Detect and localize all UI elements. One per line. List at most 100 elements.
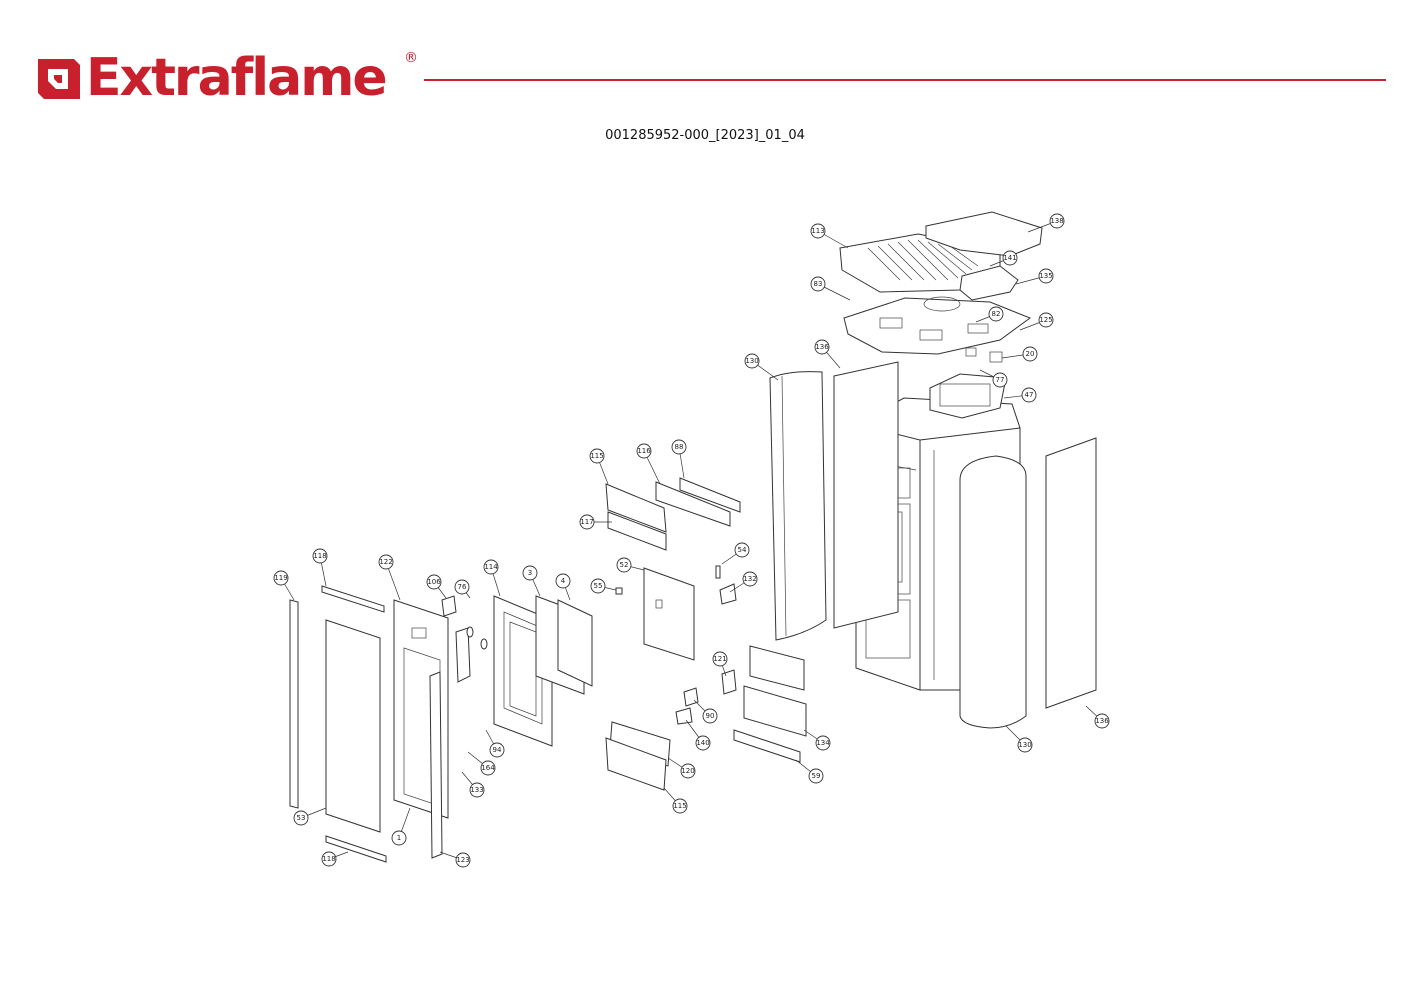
logo-mark-icon <box>38 59 80 99</box>
callout-55: 55 <box>590 578 617 594</box>
callout-label: 20 <box>1026 350 1035 358</box>
callout-135: 135 <box>1015 268 1054 285</box>
callout-53: 53 <box>293 807 327 826</box>
callout-label: 122 <box>379 558 392 566</box>
callout-label: 3 <box>528 569 532 577</box>
callout-120: 120 <box>667 757 696 779</box>
callout-141: 141 <box>989 250 1018 267</box>
side-strip-119 <box>289 599 299 809</box>
callout-164: 164 <box>467 751 496 776</box>
callout-76: 76 <box>454 579 471 599</box>
callout-label: 120 <box>681 767 694 775</box>
callout-130: 130 <box>1005 725 1033 753</box>
callout-label: 113 <box>811 227 824 235</box>
callout-label: 94 <box>493 746 502 754</box>
callout-label: 164 <box>481 764 495 772</box>
callout-label: 118 <box>313 552 326 560</box>
callout-label: 1 <box>397 834 401 842</box>
document-code: 001285952-000_[2023]_01_04 <box>605 128 805 143</box>
callout-54: 54 <box>721 542 750 565</box>
callout-116: 116 <box>636 443 661 485</box>
callout-label: 134 <box>816 739 830 747</box>
callout-label: 135 <box>1039 272 1052 280</box>
callout-label: 55 <box>594 582 603 590</box>
bracket-parts <box>605 477 741 551</box>
callout-label: 121 <box>713 655 726 663</box>
callout-label: 47 <box>1025 391 1034 399</box>
callout-123: 123 <box>439 851 471 868</box>
callout-label: 136 <box>815 343 829 351</box>
front-cover-115 <box>605 737 667 791</box>
callout-3: 3 <box>522 565 541 597</box>
callout-label: 90 <box>706 712 715 720</box>
callout-label: 130 <box>745 357 758 365</box>
callout-label: 53 <box>297 814 306 822</box>
callout-4: 4 <box>555 573 571 601</box>
callout-label: 130 <box>1018 741 1031 749</box>
strip-118-bottom <box>325 835 387 863</box>
callout-label: 114 <box>484 563 498 571</box>
side-panel-130-left <box>769 371 827 641</box>
callout-119: 119 <box>273 570 295 601</box>
callout-118: 118 <box>312 548 328 587</box>
callout-122: 122 <box>378 554 401 601</box>
callout-113: 113 <box>810 223 849 249</box>
callout-88: 88 <box>671 439 687 479</box>
callout-label: 141 <box>1003 254 1016 262</box>
callout-label: 117 <box>580 518 593 526</box>
callout-label: 52 <box>620 561 629 569</box>
registered-mark: ® <box>404 50 418 66</box>
callout-117: 117 <box>579 514 612 530</box>
callout-label: 77 <box>996 376 1005 384</box>
side-panel-136-right <box>1045 437 1097 709</box>
header: Extraflame ® <box>0 0 1410 120</box>
callout-114: 114 <box>483 559 501 597</box>
callout-132: 132 <box>729 571 758 593</box>
callout-label: 76 <box>458 583 467 591</box>
glass-panel-53 <box>325 619 381 833</box>
callout-label: 136 <box>1095 717 1109 725</box>
callout-115: 115 <box>663 787 688 814</box>
callout-125: 125 <box>1019 312 1054 331</box>
callout-label: 88 <box>675 443 684 451</box>
side-panel-130-right <box>959 455 1027 729</box>
callout-94: 94 <box>485 729 505 758</box>
callout-136: 136 <box>1085 705 1110 729</box>
callout-121: 121 <box>712 651 728 677</box>
callout-140: 140 <box>685 719 711 751</box>
strip-118-top <box>321 585 385 613</box>
brand-logo: Extraflame ® <box>34 48 418 108</box>
callout-label: 125 <box>1039 316 1052 324</box>
callout-label: 132 <box>743 575 756 583</box>
callout-77: 77 <box>979 369 1008 388</box>
brand-name: Extraflame <box>86 48 388 108</box>
callout-1: 1 <box>391 807 411 846</box>
callout-label: 83 <box>814 280 823 288</box>
side-panel-136-left <box>833 361 899 629</box>
callout-label: 106 <box>427 578 441 586</box>
callout-label: 119 <box>274 574 287 582</box>
callout-59: 59 <box>795 759 824 784</box>
callout-130: 130 <box>744 353 779 381</box>
callout-134: 134 <box>803 729 831 751</box>
callout-label: 115 <box>673 802 686 810</box>
callout-20: 20 <box>1001 346 1038 362</box>
callout-47: 47 <box>1003 387 1037 403</box>
callout-label: 116 <box>637 447 651 455</box>
callout-136: 136 <box>814 339 841 369</box>
callout-label: 115 <box>590 452 603 460</box>
callout-label: 82 <box>992 310 1001 318</box>
callout-label: 54 <box>738 546 747 554</box>
callout-label: 4 <box>561 577 566 585</box>
callout-label: 140 <box>696 739 709 747</box>
callout-133: 133 <box>461 771 485 798</box>
callout-115: 115 <box>589 448 609 485</box>
callout-118: 118 <box>321 851 349 867</box>
callout-90: 90 <box>693 699 718 724</box>
callout-83: 83 <box>810 276 851 301</box>
plate-52 <box>643 567 695 661</box>
top-cover-part <box>839 211 1043 363</box>
callout-label: 118 <box>322 855 335 863</box>
